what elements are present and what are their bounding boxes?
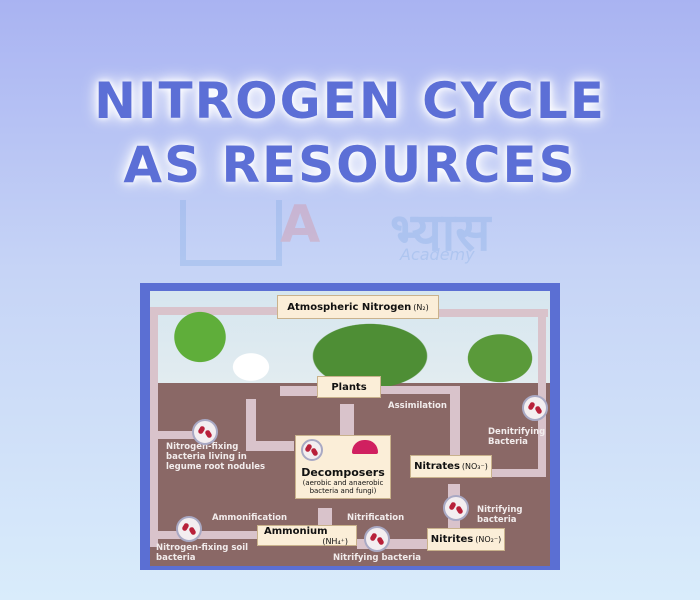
plants-box: Plants [317,376,381,398]
ammonification-label: Ammonification [212,513,288,523]
arrow-band [246,399,256,451]
book-icon [180,200,282,266]
grass-plant-image [290,311,450,386]
nitrification-label: Nitrification [347,513,405,523]
arrow-band [280,386,317,396]
denitrifying-bacteria-label: Denitrifying Bacteria [488,427,546,447]
mushroom-icon [352,440,378,454]
assimilation-label: Assimilation [388,401,447,411]
arrow-band [438,309,548,317]
bacteria-icon [443,495,469,521]
arrow-band [450,386,460,464]
arrow-band [380,386,460,394]
atmospheric-nitrogen-box: Atmospheric Nitrogen(N₂) [277,295,439,319]
arrow-band [246,441,294,451]
title-line-1: NITROGEN CYCLE [94,72,606,130]
arrow-band [490,469,546,477]
bacteria-icon [364,526,390,552]
rabbit-image [230,351,272,383]
nitrifying-bacteria-bottom-label: Nitrifying bacteria [333,553,421,563]
nitrifying-bacteria-right-label: Nitrifying bacteria [477,505,523,525]
title-line-2: AS RESOURCES [123,136,577,194]
bacteria-icon [192,419,218,445]
arrow-band [150,307,158,547]
arrow-band [357,539,427,549]
legume-bacteria-label: Nitrogen-fixing bacteria living in legum… [166,442,266,472]
decomposers-box: Decomposers (aerobic and anaerobic bacte… [295,435,391,499]
bacteria-icon [176,516,202,542]
nitrates-box: Nitrates(NO₃⁻) [410,455,492,478]
arrow-band [158,531,257,539]
arrow-band [340,404,354,440]
bacteria-icon [301,439,323,461]
nitrogen-cycle-diagram: Atmospheric Nitrogen(N₂) Plants Assimila… [140,283,560,570]
legume-plant-image [160,311,240,376]
fern-plant-image [450,321,550,383]
bacteria-icon [522,395,548,421]
arrow-band [538,309,546,477]
ammonium-box: Ammonium(NH₄⁺) [257,525,357,546]
arrow-band [158,431,198,439]
soil-bacteria-label: Nitrogen-fixing soil bacteria [156,543,249,563]
nitrites-box: Nitrites(NO₂⁻) [427,528,505,551]
